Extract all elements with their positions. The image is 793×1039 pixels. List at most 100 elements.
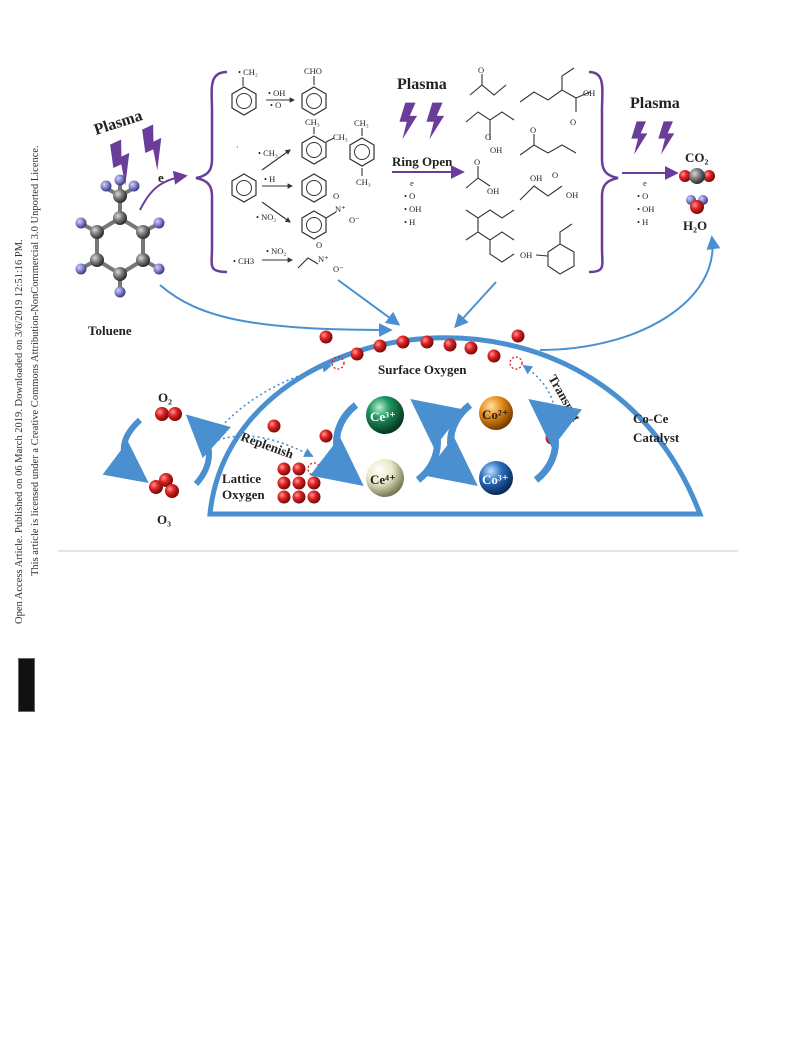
h2o-label: H₂O bbox=[683, 218, 707, 233]
o2-to-o3-arrow bbox=[102, 417, 149, 484]
co2-label: CO₂ bbox=[685, 150, 709, 165]
ce4-ion bbox=[366, 459, 404, 497]
plasma-left-label: Plasma bbox=[92, 107, 145, 139]
toluene-adsorption-arrow bbox=[159, 284, 393, 337]
cc-license-badge[interactable]: BY-NC bbox=[10, 658, 35, 712]
ce3-label: Ce³⁺ bbox=[370, 409, 396, 424]
species-e: e bbox=[410, 178, 414, 188]
o3-to-o2-arrow bbox=[185, 414, 231, 487]
intermediate-adsorption-arrow bbox=[454, 281, 497, 329]
ch3-label: CH₃ bbox=[305, 117, 320, 127]
no2-radical-label: • NO₂ bbox=[256, 212, 276, 222]
no2-radical-label-2: • NO₂ bbox=[266, 246, 286, 256]
mid-species-list: e • O • OH • H bbox=[404, 178, 421, 227]
replenish-arrow bbox=[217, 435, 314, 457]
lightning-icon bbox=[631, 121, 648, 155]
ch3-label: CH₃ bbox=[356, 177, 371, 187]
xylene-ring bbox=[301, 135, 327, 165]
ch3-radical-label-2: • CH3 bbox=[233, 256, 254, 266]
p-xylene-ring bbox=[349, 137, 375, 167]
lightning-icon bbox=[399, 102, 418, 140]
oh-label: OH bbox=[566, 190, 578, 200]
species-oh: • OH bbox=[404, 204, 421, 214]
co2-molecule bbox=[679, 168, 715, 184]
electron-attack-arrow bbox=[139, 170, 188, 211]
oxygen-vacancy bbox=[331, 356, 345, 370]
o-minus-label: O⁻ bbox=[333, 264, 344, 274]
dot-label: · bbox=[236, 142, 239, 152]
o-label: O bbox=[552, 170, 558, 180]
o2-label: O₂ bbox=[158, 390, 172, 405]
catalyst-dome bbox=[207, 335, 704, 517]
species-e: e bbox=[643, 178, 647, 188]
o-label: O bbox=[485, 132, 491, 142]
surface-oxygen-label: Surface Oxygen bbox=[378, 362, 467, 377]
o3-molecule bbox=[149, 473, 179, 498]
co3plus-label: Co³⁺ bbox=[482, 472, 509, 487]
n-plus-label: N⁺ bbox=[335, 204, 346, 214]
benzyl-ring bbox=[231, 86, 257, 116]
ch3-label: CH₃ bbox=[354, 118, 369, 128]
oh-label: OH bbox=[583, 88, 595, 98]
o3-label: O₃ bbox=[157, 512, 171, 527]
o-label: O bbox=[333, 191, 339, 201]
catalyst-label-2: Catalyst bbox=[633, 430, 680, 445]
oh-label: OH bbox=[520, 250, 532, 260]
toluene-molecule bbox=[75, 174, 165, 298]
product-desorption-arrow bbox=[539, 235, 721, 351]
right-species-list: e • O • OH • H bbox=[637, 178, 654, 227]
n-plus-label: N⁺ bbox=[318, 254, 329, 264]
ch3-radical-label: • CH₃ bbox=[258, 148, 278, 158]
lightning-icon bbox=[426, 102, 445, 140]
lightning-icon bbox=[135, 123, 174, 172]
o-minus-label: O⁻ bbox=[349, 215, 360, 225]
oxygen-atom bbox=[319, 429, 333, 443]
ce-oxidation-arrow bbox=[410, 399, 465, 483]
o-label: O bbox=[570, 117, 576, 127]
lattice-oxygen-label-1: Lattice bbox=[222, 471, 261, 486]
ce3-ion bbox=[366, 396, 404, 434]
surface-oxygen-atoms bbox=[319, 329, 525, 363]
o-label: O bbox=[478, 65, 484, 75]
o-label: O bbox=[316, 240, 322, 250]
co2plus-ion bbox=[479, 396, 513, 430]
co2plus-label: Co²⁺ bbox=[482, 407, 509, 422]
radical-ch2-label: • CH₂ bbox=[238, 67, 258, 77]
oxygen-atom bbox=[267, 419, 281, 433]
phenyl-ring bbox=[231, 173, 257, 203]
electron-label: e bbox=[158, 170, 164, 185]
ring-open-label: Ring Open bbox=[392, 154, 453, 169]
oh-label: OH bbox=[530, 173, 542, 183]
o-label: O bbox=[474, 157, 480, 167]
co3plus-ion bbox=[479, 461, 513, 495]
ce4-label: Ce⁴⁺ bbox=[370, 472, 396, 487]
h2o-molecule bbox=[686, 195, 708, 214]
co-reduction-arrow bbox=[423, 402, 478, 486]
intermediates-brace-right bbox=[588, 70, 619, 274]
species-o: • O bbox=[404, 191, 415, 201]
o-label: O bbox=[530, 125, 536, 135]
species-h: • H bbox=[404, 217, 415, 227]
plasma-mid-label: Plasma bbox=[397, 76, 447, 93]
species-oh: • OH bbox=[637, 204, 654, 214]
species-h: • H bbox=[637, 217, 648, 227]
o-radical-label: • O bbox=[270, 100, 281, 110]
lightning-icon bbox=[658, 121, 675, 155]
replenish-label: Replenish bbox=[239, 429, 296, 462]
cho-label: CHO bbox=[304, 66, 322, 76]
intermediates-brace-left bbox=[195, 70, 228, 274]
species-o: • O bbox=[637, 191, 648, 201]
ch3-label: CH₃ bbox=[333, 132, 348, 142]
intermediates-group: • CH₂ • OH • O CHO · • CH₃ • H • NO₂ CH₃… bbox=[231, 66, 375, 274]
oh-radical-label: • OH bbox=[268, 88, 285, 98]
h-radical-label: • H bbox=[264, 174, 275, 184]
co-oxidation-arrow bbox=[528, 399, 583, 483]
lattice-oxygen-cluster bbox=[277, 462, 321, 504]
oh-label: OH bbox=[490, 145, 502, 155]
oh-label: OH bbox=[487, 186, 499, 196]
toluene-label: Toluene bbox=[88, 323, 132, 338]
o2-molecule bbox=[155, 407, 182, 421]
benzene-ring bbox=[301, 173, 327, 203]
oxygen-vacancy bbox=[509, 356, 523, 370]
